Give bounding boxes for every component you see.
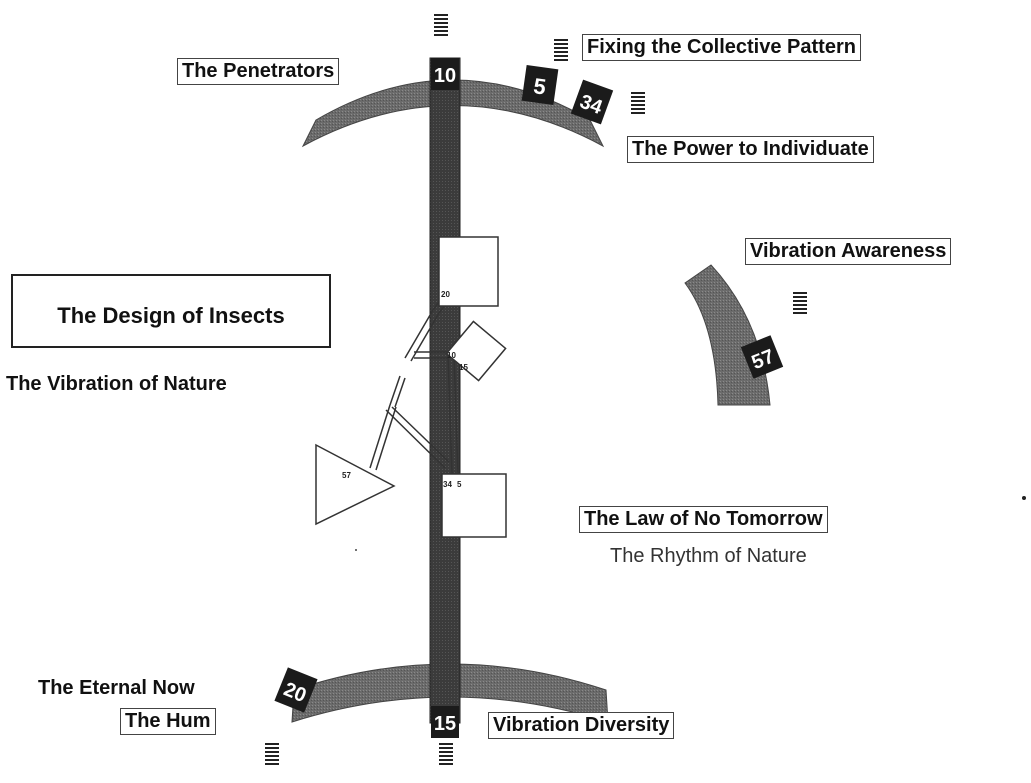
svg-text:5: 5: [532, 73, 548, 99]
chart-gate-20: 20: [441, 290, 450, 299]
svg-text:10: 10: [434, 65, 456, 87]
gate-badge-10: 10: [431, 58, 459, 90]
chart-gate-5: 5: [457, 480, 462, 489]
hexagram-bottom-icon: [439, 743, 453, 765]
gate-badge-34: 34: [570, 79, 614, 125]
gate-badge-15: 15: [431, 706, 459, 738]
hexagram-5-icon: [554, 39, 568, 61]
center-g-diamond: [445, 320, 507, 382]
hexagram-34-icon: [631, 92, 645, 114]
label-the-hum: The Hum: [120, 708, 216, 735]
hexagram-57-icon: [793, 292, 807, 314]
label-vibration-diversity: Vibration Diversity: [488, 712, 675, 739]
chart-gate-57: 57: [342, 471, 351, 480]
label-rhythm-of-nature: The Rhythm of Nature: [610, 545, 807, 567]
gate-badge-57: 57: [740, 335, 784, 379]
gate-badge-5: 5: [521, 64, 559, 106]
svg-text:15: 15: [434, 713, 456, 735]
chart-gate-15: 15: [459, 363, 468, 372]
label-the-eternal-now: The Eternal Now: [38, 677, 195, 699]
gate-badge-20: 20: [274, 667, 318, 713]
chart-gate-10: 10: [447, 351, 456, 360]
label-fixing-collective-pattern: Fixing the Collective Pattern: [582, 34, 861, 61]
subtitle-vibration-of-nature: The Vibration of Nature: [6, 373, 227, 395]
center-head-box: [438, 236, 499, 307]
hexagram-20-icon: [265, 743, 279, 765]
label-the-penetrators: The Penetrators: [177, 58, 340, 85]
right-arc: [684, 264, 771, 406]
label-law-of-no-tomorrow: The Law of No Tomorrow: [579, 506, 828, 533]
center-spleen-triangle: [315, 443, 396, 526]
label-vibration-awareness: Vibration Awareness: [745, 238, 952, 265]
title-design-of-insects: The Design of Insects: [11, 274, 331, 348]
chart-gate-34: 34: [443, 480, 452, 489]
hexagram-top-icon: [434, 14, 448, 36]
center-sacral-box: [441, 473, 507, 538]
label-power-to-individuate: The Power to Individuate: [627, 136, 874, 163]
